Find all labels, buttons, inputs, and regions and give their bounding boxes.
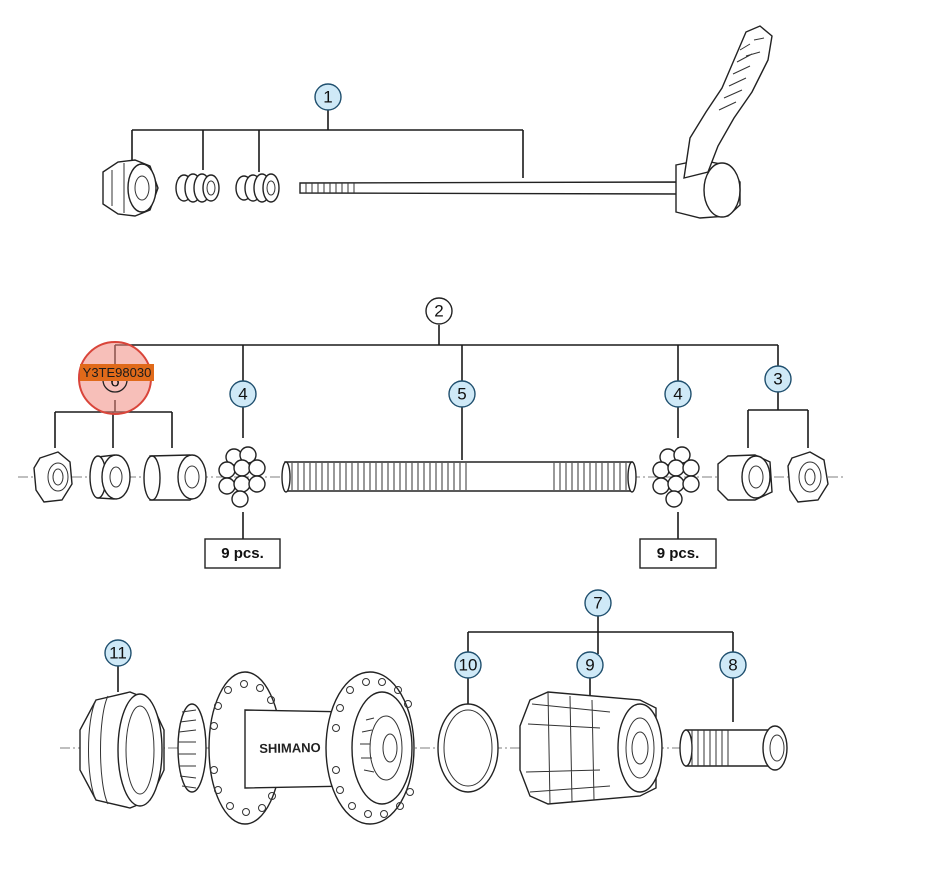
svg-text:3: 3 <box>773 370 782 389</box>
skewer-rod[interactable] <box>299 181 681 195</box>
cone-left[interactable] <box>143 454 207 501</box>
highlighted-callout-6[interactable]: 6 Y3TE98030 <box>78 341 154 415</box>
callout-9[interactable]: 9 <box>576 651 604 679</box>
ball-bearings-left[interactable] <box>218 446 266 508</box>
skewer-lever[interactable] <box>675 25 773 219</box>
freehub-bolt[interactable] <box>679 725 788 771</box>
hub-shell[interactable]: SHIMANO <box>177 671 415 825</box>
callout-7[interactable]: 7 <box>584 589 612 617</box>
quick-release-assembly: 1 <box>102 25 773 219</box>
quantity-label-right: 9 pcs. <box>639 538 717 569</box>
svg-text:2: 2 <box>434 302 443 321</box>
skewer-spring-left[interactable] <box>175 173 220 203</box>
cone-right[interactable] <box>717 454 773 501</box>
callout-4-left[interactable]: 4 <box>229 380 257 408</box>
skewer-spring-right[interactable] <box>235 173 280 203</box>
callout-4-right[interactable]: 4 <box>664 380 692 408</box>
hub-brand-logo: SHIMANO <box>259 740 321 756</box>
part-code-tag <box>80 364 154 381</box>
callout-3[interactable]: 3 <box>764 365 792 393</box>
svg-text:4: 4 <box>238 385 247 404</box>
callout-2[interactable]: 2 <box>425 297 453 325</box>
callout-5[interactable]: 5 <box>448 380 476 408</box>
callout-10[interactable]: 10 <box>454 651 482 679</box>
washer-left[interactable] <box>89 454 131 500</box>
hub-body-assembly: SHIMANO 7 10 <box>60 589 788 825</box>
lock-nut-left[interactable] <box>33 451 73 503</box>
svg-text:4: 4 <box>673 385 682 404</box>
svg-text:5: 5 <box>457 385 466 404</box>
dust-cap[interactable] <box>79 691 165 809</box>
callout-11[interactable]: 11 <box>104 639 132 667</box>
skewer-nut[interactable] <box>102 159 159 217</box>
ball-bearings-right[interactable] <box>652 446 700 508</box>
lock-nut-right[interactable] <box>787 451 829 503</box>
axle-assembly: 9 pcs. 9 pcs. 2 3 4 5 4 <box>18 297 845 569</box>
spacer-ring[interactable] <box>437 703 499 793</box>
quantity-label-left: 9 pcs. <box>204 538 281 569</box>
svg-text:9 pcs.: 9 pcs. <box>657 545 700 562</box>
svg-text:11: 11 <box>109 644 127 663</box>
callout-8[interactable]: 8 <box>719 651 747 679</box>
svg-text:1: 1 <box>323 88 332 107</box>
svg-text:9: 9 <box>585 656 594 675</box>
freehub-body[interactable] <box>519 691 663 805</box>
svg-text:8: 8 <box>728 656 737 675</box>
part-code-text: Y3TE98030 <box>83 365 152 380</box>
svg-text:10: 10 <box>459 656 478 675</box>
hub-axle[interactable] <box>281 461 637 493</box>
svg-text:9 pcs.: 9 pcs. <box>221 545 264 562</box>
svg-text:7: 7 <box>593 594 602 613</box>
callout-1[interactable]: 1 <box>314 83 342 111</box>
